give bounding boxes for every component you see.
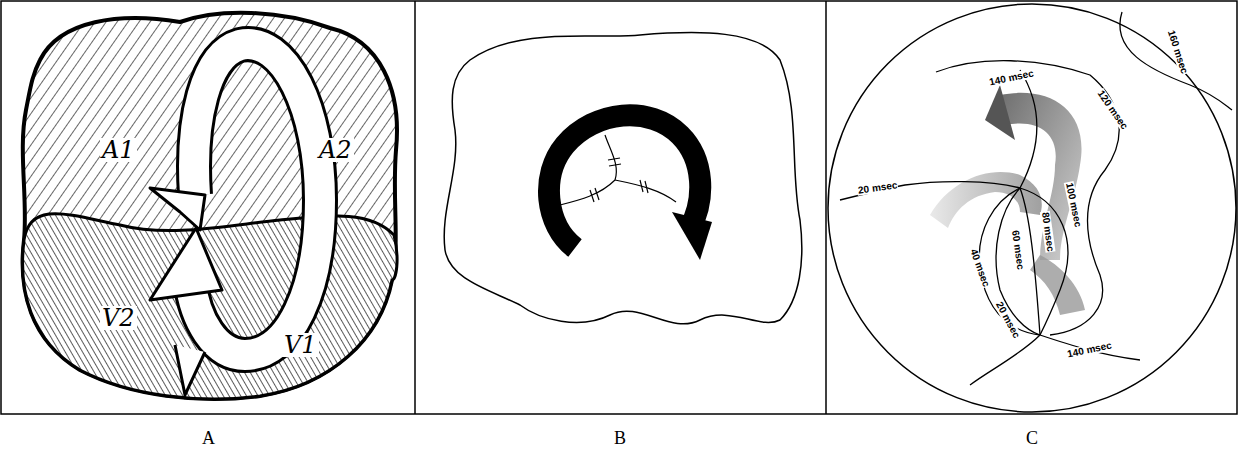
panel-frame xyxy=(1,1,1237,414)
chamber-label: V2 xyxy=(100,306,137,330)
panel-caption: A xyxy=(202,429,215,447)
chamber-label: A2 xyxy=(317,138,354,162)
chamber-label: V1 xyxy=(282,333,319,357)
reentry-loop xyxy=(444,33,802,324)
chamber-label: A1 xyxy=(100,138,137,162)
activation-map xyxy=(828,4,1236,412)
panel-caption: C xyxy=(1026,429,1038,447)
panel-caption: B xyxy=(614,429,626,447)
heart-sketch xyxy=(23,13,397,399)
